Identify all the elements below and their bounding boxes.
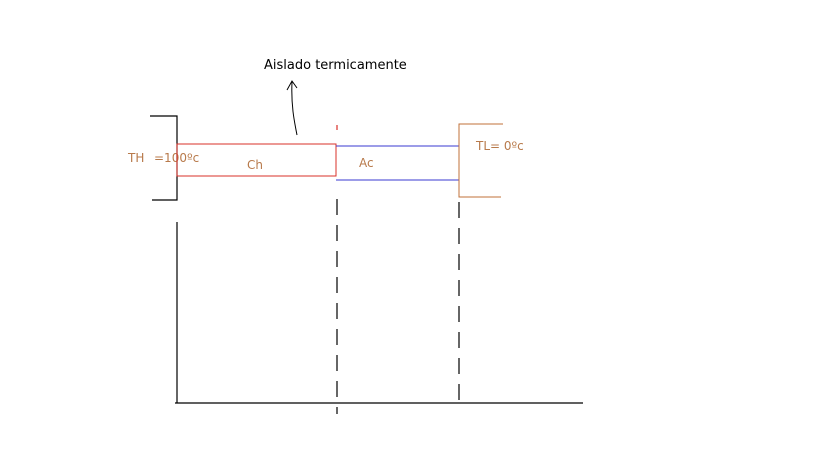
copper-rod bbox=[176, 143, 337, 177]
insulated-arrow bbox=[291, 81, 298, 136]
insulated-arrowhead bbox=[286, 80, 298, 91]
aluminum-rod-label: Ac bbox=[359, 156, 374, 170]
insulated-label: Aislado termicamente bbox=[264, 58, 407, 73]
th-label: TH bbox=[127, 151, 144, 165]
cold-reservoir-bracket bbox=[458, 123, 503, 198]
copper-rod-label: Ch bbox=[247, 158, 263, 172]
cold-temp-label: TL= 0ºc bbox=[475, 139, 524, 153]
